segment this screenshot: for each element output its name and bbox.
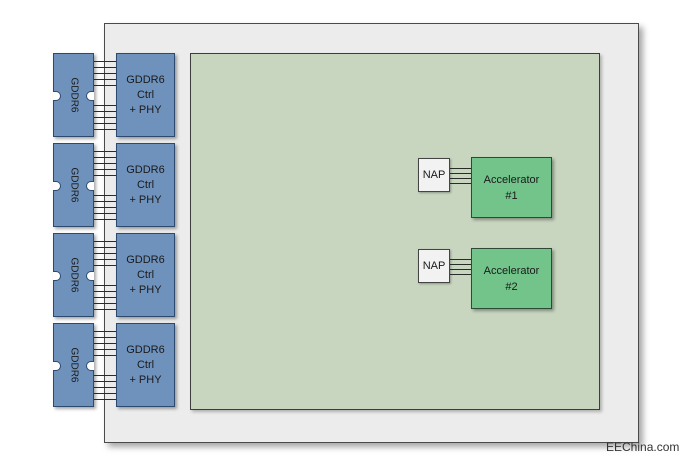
nap-link-line (450, 173, 471, 174)
memory-bus-line (94, 331, 116, 332)
memory-bus-line (94, 355, 116, 356)
memory-bus-line (94, 111, 116, 112)
memory-bus-line (94, 349, 116, 350)
gddr6-controller-2: GDDR6 Ctrl + PHY (116, 233, 175, 317)
memory-bus-line (94, 85, 116, 86)
memory-bus-line (94, 265, 116, 266)
memory-bus-line (94, 129, 116, 130)
memory-bus-line (94, 151, 116, 152)
notch (86, 91, 94, 101)
controller-label: GDDR6 Ctrl (126, 73, 165, 101)
memory-bus-line (94, 61, 116, 62)
memory-bus-line (94, 169, 116, 170)
controller-sublabel: + PHY (129, 103, 162, 116)
accelerator-number: #2 (505, 280, 518, 293)
notch (53, 361, 61, 371)
memory-bus-line (94, 105, 116, 106)
memory-bus-line (94, 241, 116, 242)
controller-sublabel: + PHY (129, 373, 162, 386)
memory-bus-line (94, 157, 116, 158)
controller-label: GDDR6 Ctrl (126, 253, 165, 281)
notch (86, 271, 94, 281)
memory-bus-line (94, 399, 116, 400)
watermark: EEChina.com (606, 440, 680, 454)
nap-link-line (450, 259, 471, 260)
gddr6-memory-2: GDDR6 (53, 233, 94, 317)
memory-bus-line (94, 297, 116, 298)
memory-bus-line (94, 123, 116, 124)
memory-bus-line (94, 337, 116, 338)
memory-bus-line (94, 375, 116, 376)
memory-bus-line (94, 343, 116, 344)
nap-label: NAP (422, 169, 446, 181)
gddr6-controller-0: GDDR6 Ctrl + PHY (116, 53, 175, 137)
gddr6-label: GDDR6 (68, 257, 79, 293)
gddr6-memory-0: GDDR6 (53, 53, 94, 137)
memory-bus-line (94, 291, 116, 292)
controller-label: GDDR6 Ctrl (126, 343, 165, 371)
memory-bus-line (94, 247, 116, 248)
memory-bus-line (94, 117, 116, 118)
memory-bus-line (94, 387, 116, 388)
memory-bus-line (94, 285, 116, 286)
nap-block-1: NAP (418, 158, 450, 192)
nap-link-line (450, 269, 471, 270)
memory-bus-line (94, 303, 116, 304)
gddr6-controller-1: GDDR6 Ctrl + PHY (116, 143, 175, 227)
nap-block-2: NAP (418, 249, 450, 283)
notch (53, 181, 61, 191)
accelerator-1: Accelerator #1 (471, 157, 552, 218)
notch (53, 271, 61, 281)
gddr6-memory-3: GDDR6 (53, 323, 94, 407)
nap-link-line (450, 183, 471, 184)
controller-label: GDDR6 Ctrl (126, 163, 165, 191)
gddr6-controller-3: GDDR6 Ctrl + PHY (116, 323, 175, 407)
nap-link-line (450, 178, 471, 179)
controller-sublabel: + PHY (129, 193, 162, 206)
memory-bus-line (94, 381, 116, 382)
memory-bus-line (94, 73, 116, 74)
memory-bus-line (94, 201, 116, 202)
gddr6-label: GDDR6 (68, 167, 79, 203)
memory-bus-line (94, 79, 116, 80)
gddr6-label: GDDR6 (68, 77, 79, 113)
controller-sublabel: + PHY (129, 283, 162, 296)
nap-link-line (450, 168, 471, 169)
memory-bus-line (94, 253, 116, 254)
nap-label: NAP (422, 260, 446, 272)
nap-link-line (450, 274, 471, 275)
memory-bus-line (94, 195, 116, 196)
memory-bus-line (94, 163, 116, 164)
gddr6-memory-1: GDDR6 (53, 143, 94, 227)
nap-link-line (450, 264, 471, 265)
accelerator-2: Accelerator #2 (471, 248, 552, 309)
memory-bus-line (94, 67, 116, 68)
notch (86, 181, 94, 191)
accelerator-label: Accelerator (483, 264, 540, 277)
notch (86, 361, 94, 371)
fpga-fabric (190, 53, 600, 410)
memory-bus-line (94, 309, 116, 310)
accelerator-label: Accelerator (483, 173, 540, 186)
memory-bus-line (94, 219, 116, 220)
memory-bus-line (94, 175, 116, 176)
memory-bus-line (94, 207, 116, 208)
memory-bus-line (94, 259, 116, 260)
gddr6-label: GDDR6 (68, 347, 79, 383)
memory-bus-line (94, 393, 116, 394)
notch (53, 91, 61, 101)
memory-bus-line (94, 213, 116, 214)
accelerator-number: #1 (505, 189, 518, 202)
